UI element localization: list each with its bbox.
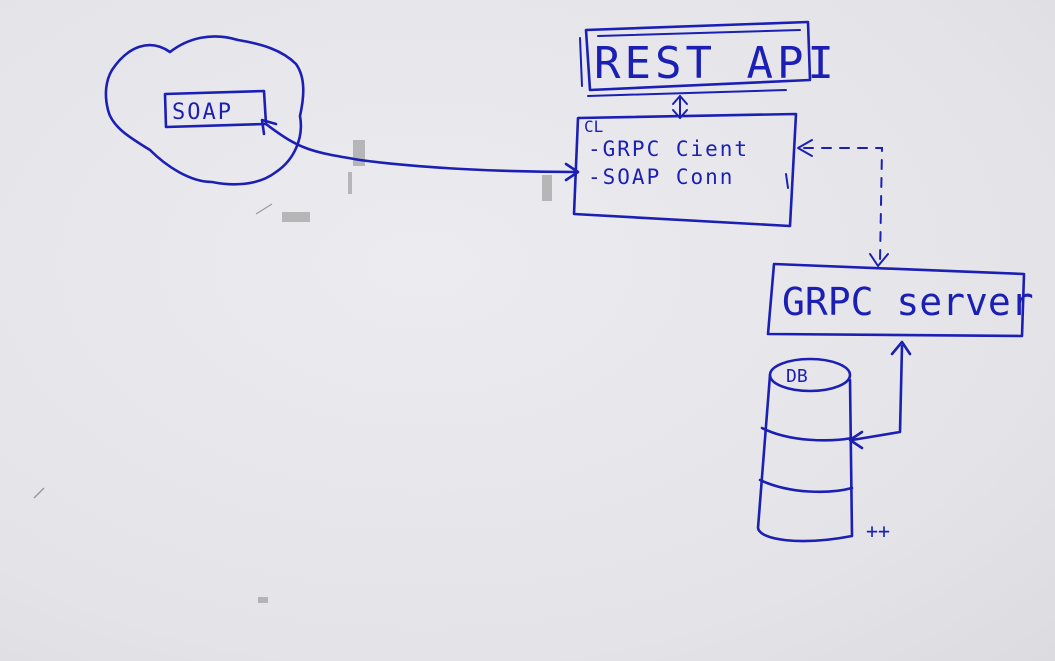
soap-node: SOAP [104, 35, 305, 186]
db-cylinder-body [756, 373, 854, 543]
soap-label: SOAP [172, 100, 233, 125]
grpc-server-box-outline [766, 262, 1026, 338]
client-item-grpc: -GRPC Cient [588, 137, 749, 161]
edge-grpcserver-db [848, 340, 912, 450]
grpc-server-node: GRPC server [766, 262, 1034, 338]
db-note: ++ [866, 519, 890, 543]
client-box-outline [572, 112, 798, 228]
edge-soap-client [260, 118, 580, 182]
grpc-server-label: GRPC server [782, 280, 1034, 324]
db-label: DB [786, 366, 808, 387]
client-node: CL -GRPC Cient -SOAP Conn [572, 112, 798, 228]
db-top-ellipse [768, 357, 852, 393]
rest-api-label: REST API [594, 38, 838, 89]
db-node: DB ++ [756, 357, 890, 543]
board-smudges [33, 140, 552, 603]
edge-grpcserver-client [797, 139, 889, 267]
client-item-soap: -SOAP Conn [588, 165, 734, 189]
rest-api-box-outline [584, 20, 812, 92]
client-title: CL [584, 117, 603, 136]
rest-api-node: REST API [579, 20, 838, 97]
edge-rest-client [672, 95, 688, 119]
